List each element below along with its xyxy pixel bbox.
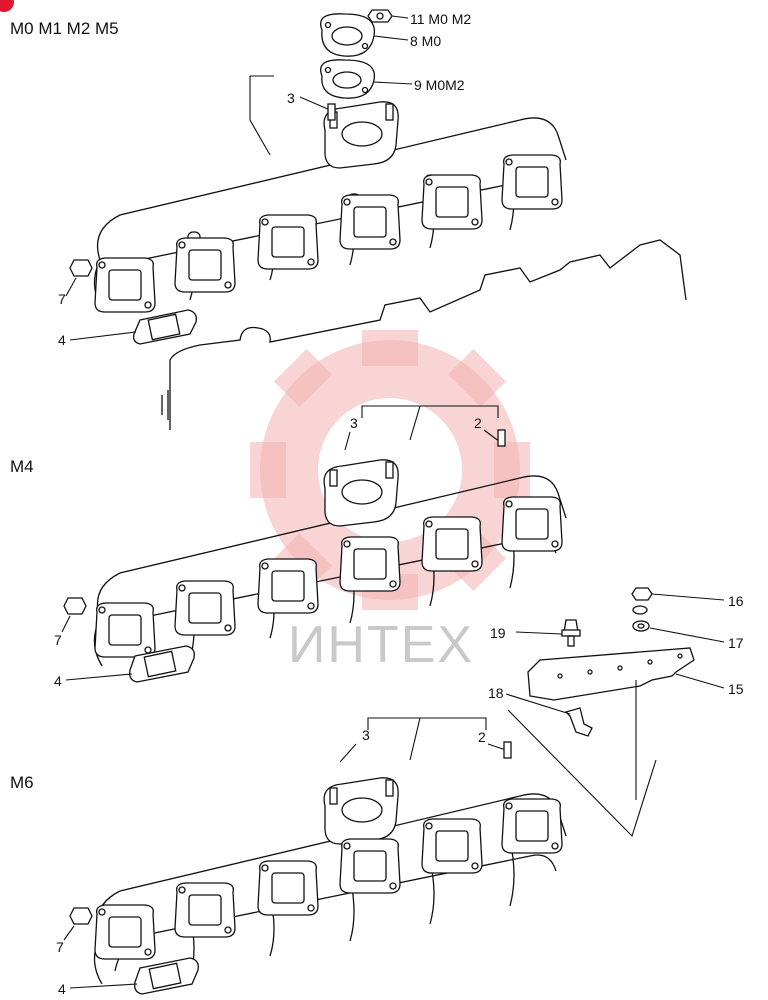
nut-mid-7: [63, 597, 87, 615]
bolt-19: [561, 619, 581, 647]
corner-marker: [0, 0, 14, 12]
gasket-bot-4: [134, 957, 199, 995]
manifold-top: [93, 101, 567, 313]
bracket-18: [564, 707, 593, 737]
gasket-top-4: [132, 309, 197, 345]
stud-top-3: [327, 103, 336, 121]
group-label-top: M0 M1 M2 M5: [10, 19, 119, 38]
callout-top-4: 4: [58, 332, 66, 348]
callout-bot-4: 4: [58, 981, 66, 997]
callout-15: 15: [728, 681, 744, 697]
callout-mid-4: 4: [54, 673, 62, 689]
callout-bot-3: 3: [362, 727, 370, 743]
watermark-text: ИНТЕХ: [288, 616, 474, 674]
washer-17-a: [632, 605, 648, 615]
washer-17-b: [632, 620, 650, 632]
callout-11: 11 M0 M2: [410, 11, 471, 27]
callout-17: 17: [728, 635, 744, 651]
group-label-middle: M4: [10, 457, 34, 476]
callout-top-7: 7: [58, 291, 66, 307]
callout-bot-2: 2: [478, 729, 486, 745]
bracket-plate-15: [527, 647, 695, 701]
nut-16: [631, 587, 653, 601]
callout-19: 19: [490, 625, 506, 641]
callout-mid-2: 2: [474, 415, 482, 431]
gasket-9: [320, 59, 376, 99]
callout-mid-7: 7: [54, 632, 62, 648]
callout-16: 16: [728, 593, 744, 609]
nut-bot-7: [69, 907, 93, 925]
callout-9: 9 M0M2: [414, 77, 465, 93]
nut-top-7: [69, 259, 93, 277]
gasket-8: [320, 13, 376, 57]
callout-18: 18: [488, 685, 504, 701]
callout-top-3: 3: [287, 90, 295, 106]
nut-11: [367, 9, 393, 23]
callout-8: 8 M0: [410, 33, 441, 49]
engine-block-outline: [169, 239, 687, 430]
manifold-bottom: [93, 777, 567, 985]
callout-bot-7: 7: [56, 939, 64, 955]
group-label-bottom: M6: [10, 773, 34, 792]
stud-bot-2: [503, 741, 512, 759]
stud-mid-2: [497, 429, 506, 447]
callout-mid-3: 3: [350, 415, 358, 431]
